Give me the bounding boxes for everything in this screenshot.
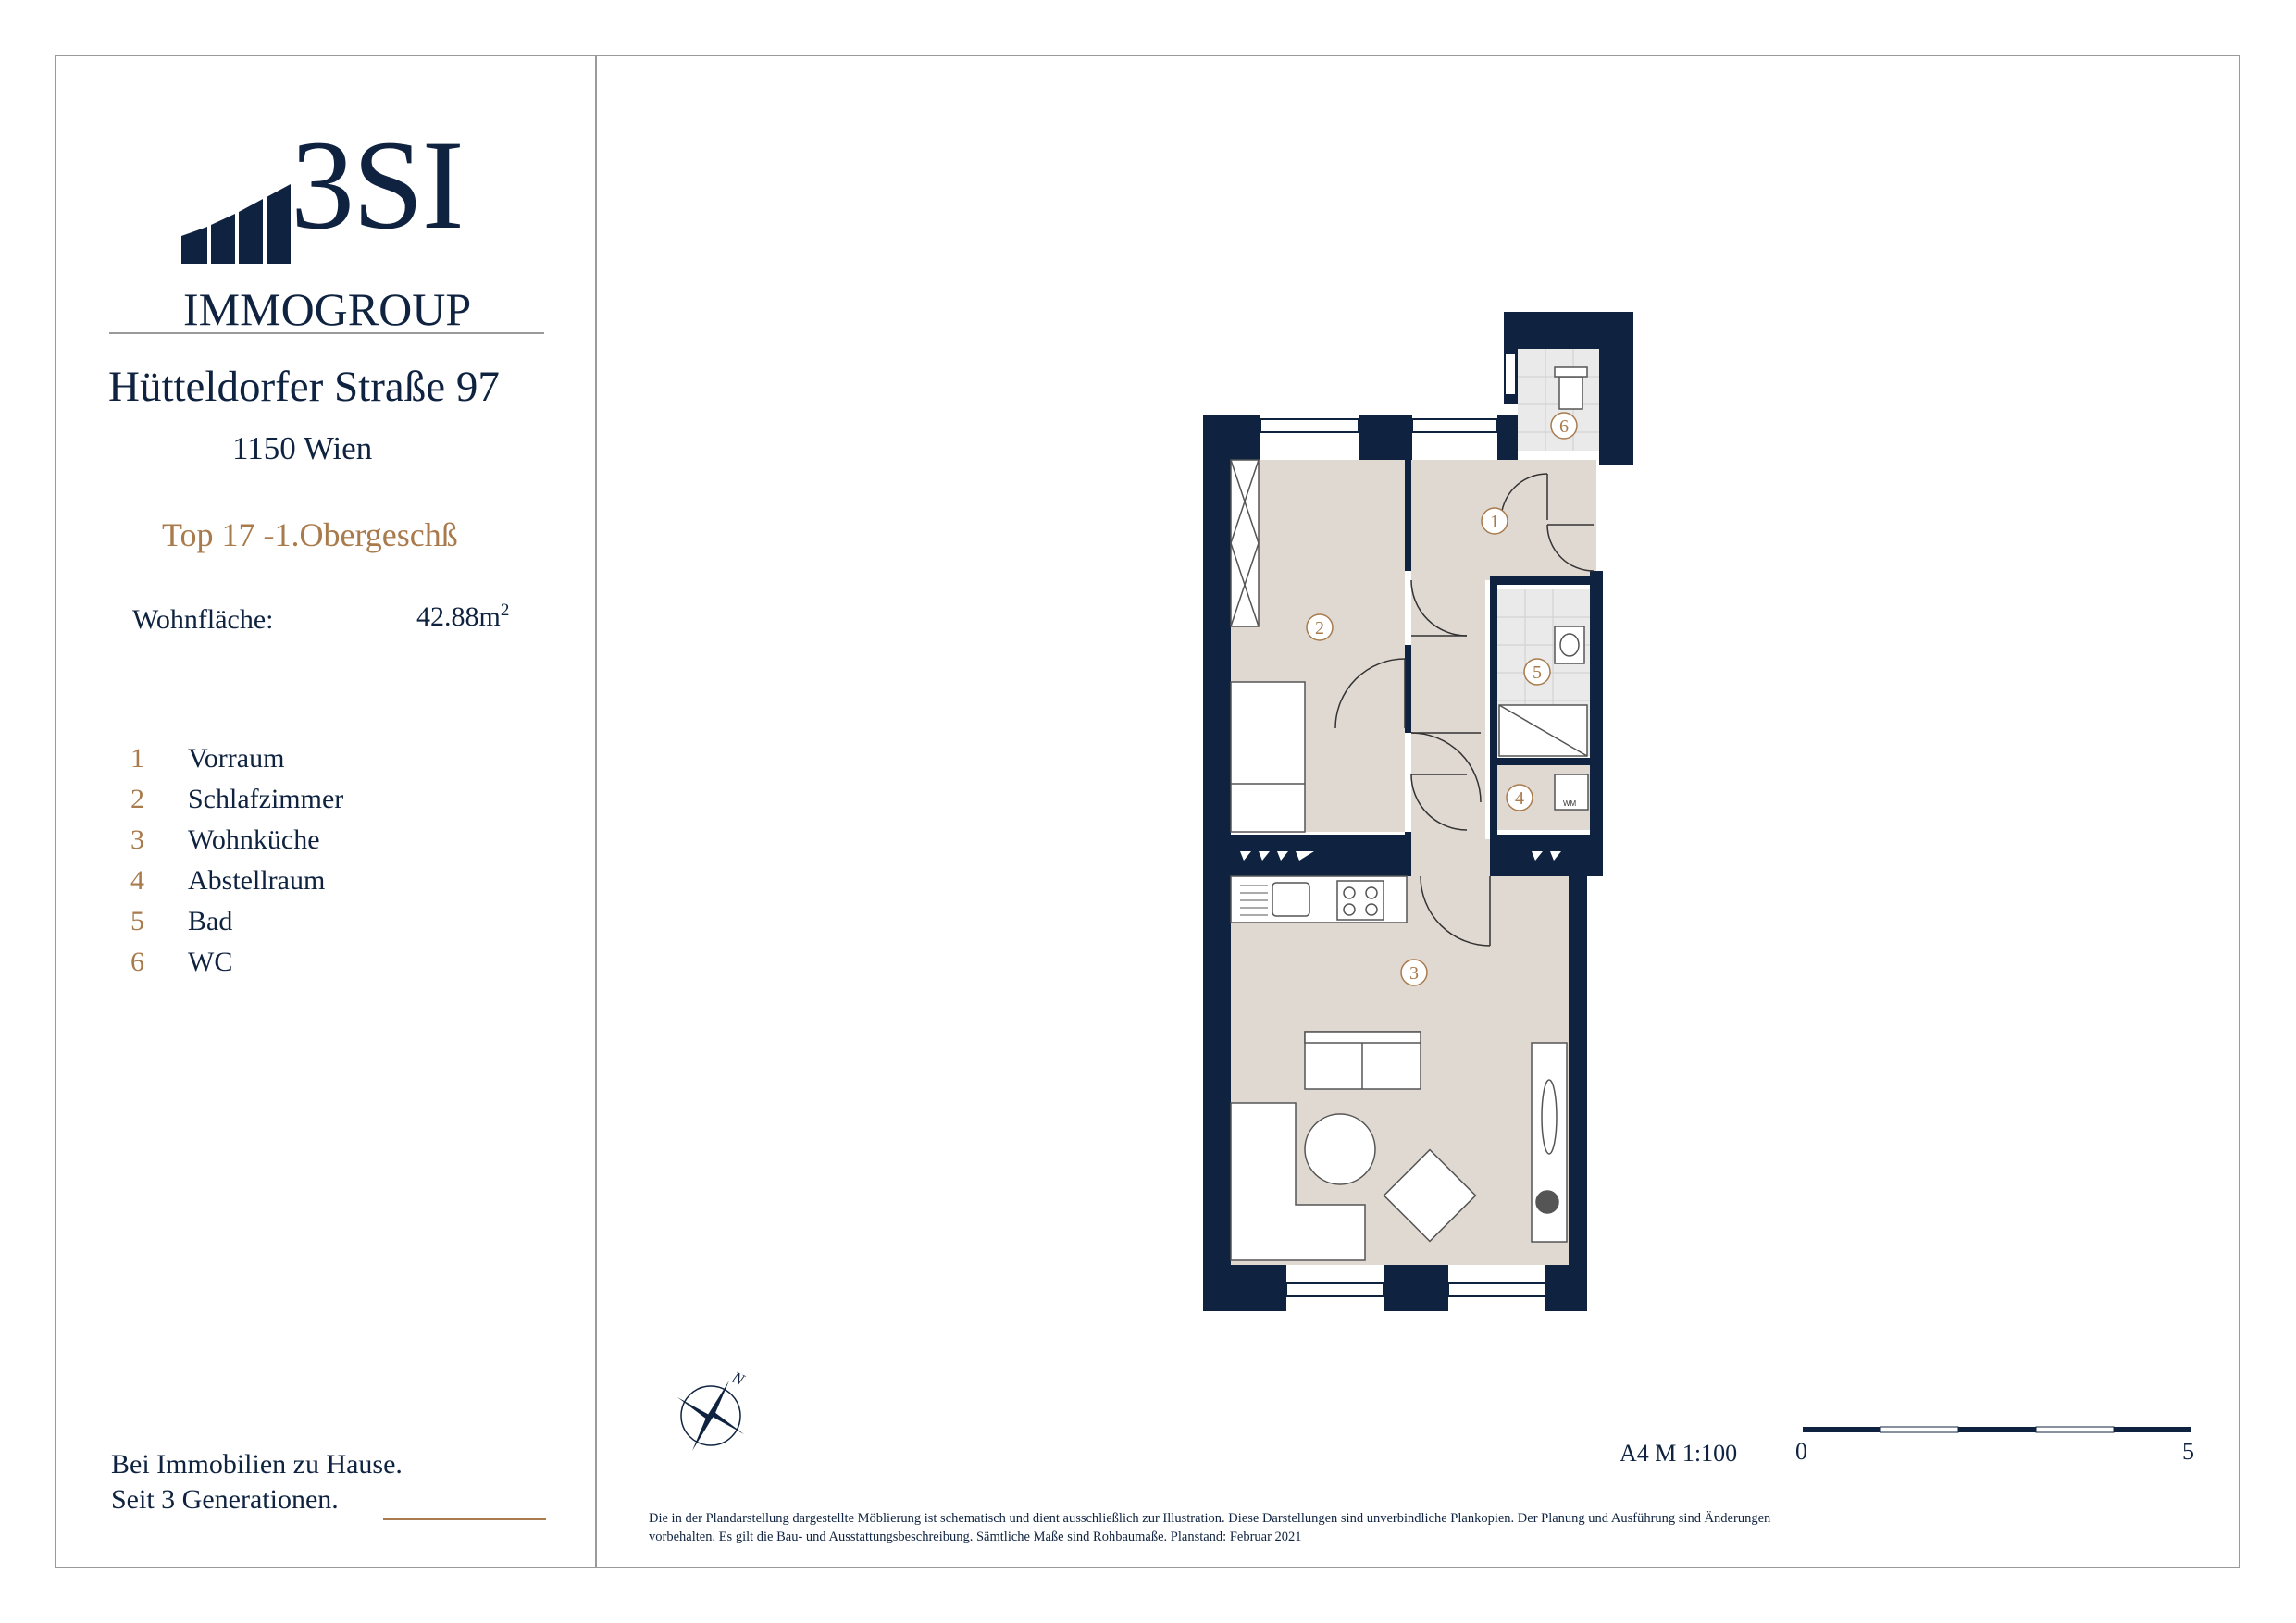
furniture [1230,366,1589,1261]
scale-text: A4 M 1:100 [1620,1440,1738,1467]
svg-text:1: 1 [1490,512,1499,532]
radiator-vents [1240,851,1561,861]
doors [1334,473,1595,947]
room-number: 2 [130,784,144,814]
room-number: 3 [130,824,144,855]
area-number: 42.88m [416,601,501,632]
svg-text:2: 2 [1315,618,1324,638]
tagline-line-1: Bei Immobilien zu Hause. [111,1449,403,1480]
logo-wordmark: 3SI [291,114,465,255]
compass-north-label: N [728,1368,748,1390]
room-number: 5 [130,906,144,936]
logo-subtitle: IMMOGROUP [183,283,472,335]
room-marker-6: 6 [1550,412,1578,440]
tagline-rule [383,1518,546,1520]
disclaimer-text: Die in der Plandarstellung dargestellte … [649,1511,1771,1544]
room-name: Abstellraum [188,865,326,896]
washing-machine-label: WM [1563,799,1577,808]
room-name: Schlafzimmer [188,784,344,814]
room-name: Bad [188,906,233,936]
area-unit-sup: 2 [500,601,510,620]
room-name: WC [188,947,233,977]
scale-start-label: 0 [1795,1438,1807,1465]
room-marker-1: 1 [1481,507,1508,535]
page-frame [55,55,2240,1568]
logo-bars-icon [181,184,291,264]
svg-text:3: 3 [1409,963,1419,984]
address-street: Hütteldorfer Straße 97 [108,363,500,411]
room-number: 4 [130,865,144,896]
unit-title: Top 17 -1.Obergeschß [162,516,458,553]
windows [1260,353,1546,1297]
floor-plan: WM [1203,312,1633,1311]
address-city: 1150 Wien [232,430,373,466]
svg-text:6: 6 [1559,416,1569,437]
compass-icon: N [677,1368,748,1451]
tagline: Bei Immobilien zu Hause. Seit 3 Generati… [111,1447,403,1518]
room-name: Wohnküche [188,824,320,855]
room-markers: 1 2 3 4 5 6 [1306,412,1578,986]
room-marker-3: 3 [1400,959,1428,986]
svg-text:5: 5 [1533,663,1542,683]
room-marker-2: 2 [1306,613,1334,641]
area-value: 42.88m2 [416,601,509,633]
room-marker-5: 5 [1523,658,1551,686]
room-name: Vorraum [188,743,285,774]
tagline-line-2: Seit 3 Generationen. [111,1484,339,1515]
room-marker-4: 4 [1506,784,1533,812]
sidebar: 3SI IMMOGROUP Hütteldorfer Straße 97 115… [56,56,595,1567]
scale-bar [1803,1426,2191,1433]
company-logo: 3SI IMMOGROUP [181,121,487,343]
area-label: Wohnfläche: [132,604,274,635]
floor-hall [1411,580,1485,849]
scale-end-label: 5 [2182,1438,2194,1465]
room-number: 1 [130,743,144,774]
header-rule [109,332,544,334]
sidebar-divider [595,55,597,1568]
room-number: 6 [130,947,144,977]
svg-text:4: 4 [1515,788,1524,809]
walls [1203,312,1633,1311]
